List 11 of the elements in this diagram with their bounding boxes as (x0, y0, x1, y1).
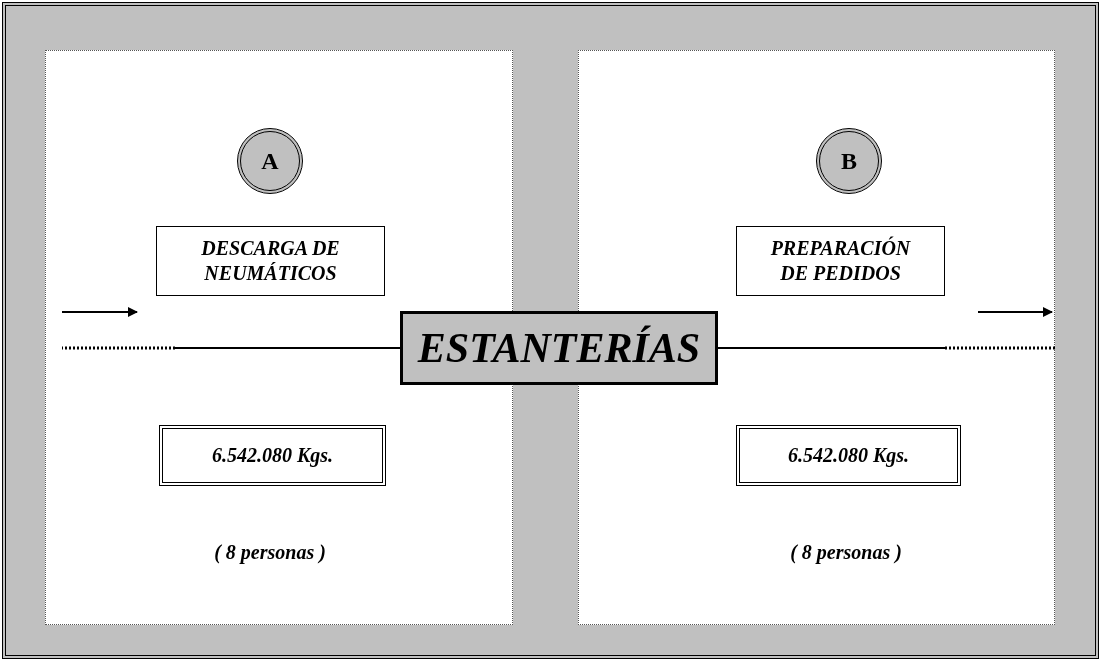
staff-note: ( 8 personas ) (214, 541, 326, 564)
circle-marker: B (816, 128, 882, 194)
connector-line (62, 346, 401, 350)
value-box: 6.542.080 Kgs. (159, 425, 386, 486)
storage-box: ESTANTERÍAS (400, 311, 718, 385)
process-box: PREPARACIÓN DE PEDIDOS (736, 226, 945, 296)
staff-note: ( 8 personas ) (790, 541, 902, 564)
value-box: 6.542.080 Kgs. (736, 425, 961, 486)
connector-line (717, 346, 1055, 350)
process-box: DESCARGA DE NEUMÁTICOS (156, 226, 385, 296)
circle-marker: A (237, 128, 303, 194)
